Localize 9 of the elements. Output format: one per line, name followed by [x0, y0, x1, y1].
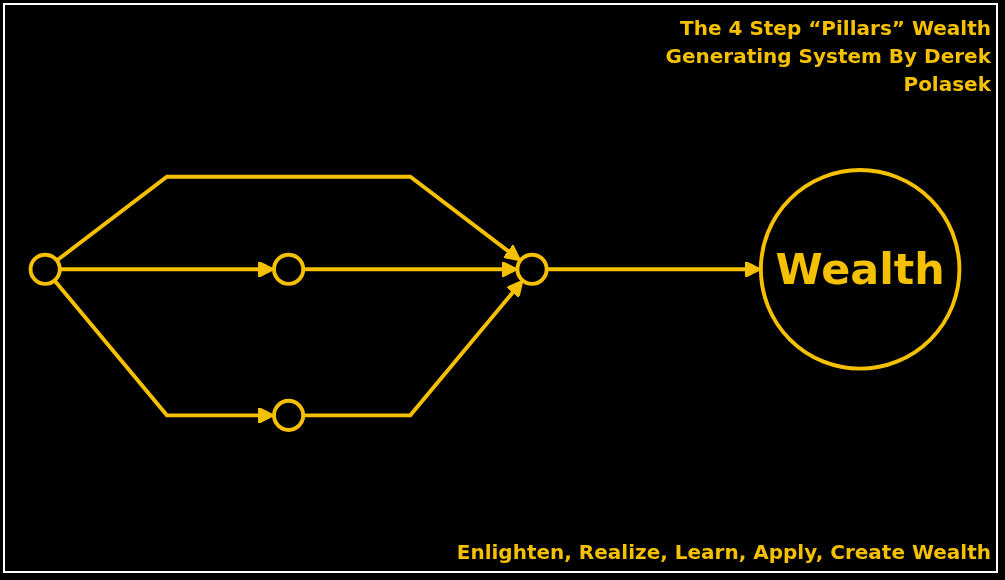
- caption: Enlighten, Realize, Learn, Apply, Create Wealth: [456, 540, 991, 564]
- title: The 4 Step “Pillars” Wealth Generating System By Derek Polasek: [664, 15, 991, 98]
- arrow: [303, 279, 524, 418]
- node-circle: [515, 252, 549, 286]
- node-circle: Wealth: [758, 168, 962, 371]
- node-circle: [272, 252, 306, 286]
- node-circle: [272, 398, 306, 432]
- node-circle: [28, 252, 62, 286]
- arrow: [55, 174, 522, 263]
